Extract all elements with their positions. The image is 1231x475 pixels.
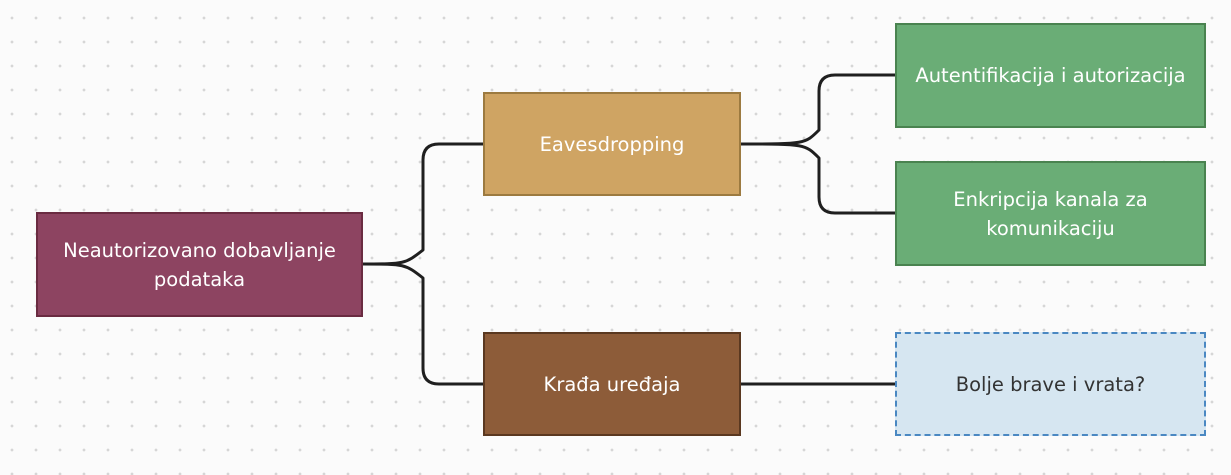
node-label: Enkripcija kanala za komunikaciju bbox=[953, 187, 1148, 240]
node-device-theft[interactable]: Krađa uređaja bbox=[483, 332, 741, 436]
node-label: Krađa uređaja bbox=[543, 372, 681, 396]
node-better-locks-doors[interactable]: Bolje brave i vrata? bbox=[895, 332, 1206, 436]
edge-eavesdropping-encryption bbox=[739, 142, 897, 215]
node-authentication-authorization[interactable]: Autentifikacija i autorizacija bbox=[895, 23, 1206, 128]
node-unauthorized-data-access[interactable]: Neautorizovano dobavljanje podataka bbox=[36, 212, 363, 317]
node-label: Bolje brave i vrata? bbox=[955, 372, 1146, 396]
node-channel-encryption[interactable]: Enkripcija kanala za komunikaciju bbox=[895, 161, 1206, 266]
edge-root-device-theft bbox=[361, 262, 485, 386]
node-label: Autentifikacija i autorizacija bbox=[915, 64, 1186, 87]
edge-root-eavesdropping bbox=[361, 142, 485, 266]
node-eavesdropping[interactable]: Eavesdropping bbox=[483, 92, 741, 196]
node-label: Eavesdropping bbox=[539, 132, 685, 156]
node-label: Neautorizovano dobavljanje podataka bbox=[63, 238, 336, 291]
edge-eavesdropping-authentication bbox=[739, 73, 897, 146]
